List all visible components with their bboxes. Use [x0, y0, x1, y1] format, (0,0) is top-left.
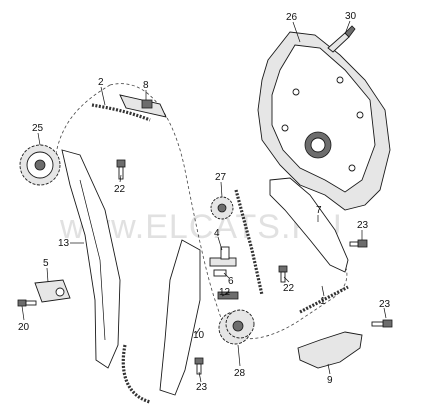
callout-27: 27	[215, 172, 227, 183]
callout-20: 20	[18, 322, 30, 333]
shaft-assembly	[209, 246, 239, 300]
camshaft-sprocket-left	[19, 144, 61, 186]
guide-rail-center	[159, 239, 201, 396]
bolt-20	[17, 299, 37, 307]
intermediate-sprocket	[210, 196, 234, 220]
callout-22-right: 22	[283, 283, 295, 294]
leader-lines	[21, 20, 387, 383]
bolt-center	[194, 357, 204, 375]
guide-rail-upper	[119, 94, 167, 118]
timing-chain-lower	[121, 344, 151, 404]
callout-9: 9	[327, 375, 333, 386]
callout-13: 13	[58, 238, 70, 249]
callout-10: 10	[193, 330, 205, 341]
callout-26: 26	[286, 12, 298, 23]
callout-1: 1	[320, 296, 326, 307]
callout-23-upper-right: 23	[357, 220, 369, 231]
bolt-lower-right	[371, 319, 393, 328]
sealant-tube	[327, 25, 356, 53]
callout-8: 8	[143, 80, 149, 91]
tensioner-rail-lower	[297, 331, 363, 369]
callout-12: 12	[219, 287, 231, 298]
callout-23-lower-right: 23	[379, 299, 391, 310]
callout-28: 28	[234, 368, 246, 379]
callout-labels: 26 30 2 8 25 22 27 7 23 13 4 5 6 22 12 1…	[18, 11, 391, 393]
tensioner-rail-left	[61, 149, 121, 369]
timing-chain-middle	[234, 189, 264, 296]
callout-22-left: 22	[114, 184, 126, 195]
bolt-left	[116, 159, 126, 180]
callout-25: 25	[32, 123, 44, 134]
callout-6: 6	[228, 276, 234, 287]
chain-tensioner	[34, 279, 71, 303]
timing-cover	[257, 31, 391, 211]
crankshaft-sprocket	[218, 309, 255, 345]
bolt-right	[278, 265, 288, 283]
bolt-upper-right	[349, 239, 368, 248]
callout-4: 4	[214, 228, 220, 239]
callout-30: 30	[345, 11, 357, 22]
callout-2: 2	[98, 77, 104, 88]
callout-23-center: 23	[196, 382, 208, 393]
callout-5: 5	[43, 258, 49, 269]
guide-rail-right	[269, 177, 349, 273]
callout-7: 7	[316, 205, 322, 216]
timing-chain-upper	[91, 103, 151, 122]
